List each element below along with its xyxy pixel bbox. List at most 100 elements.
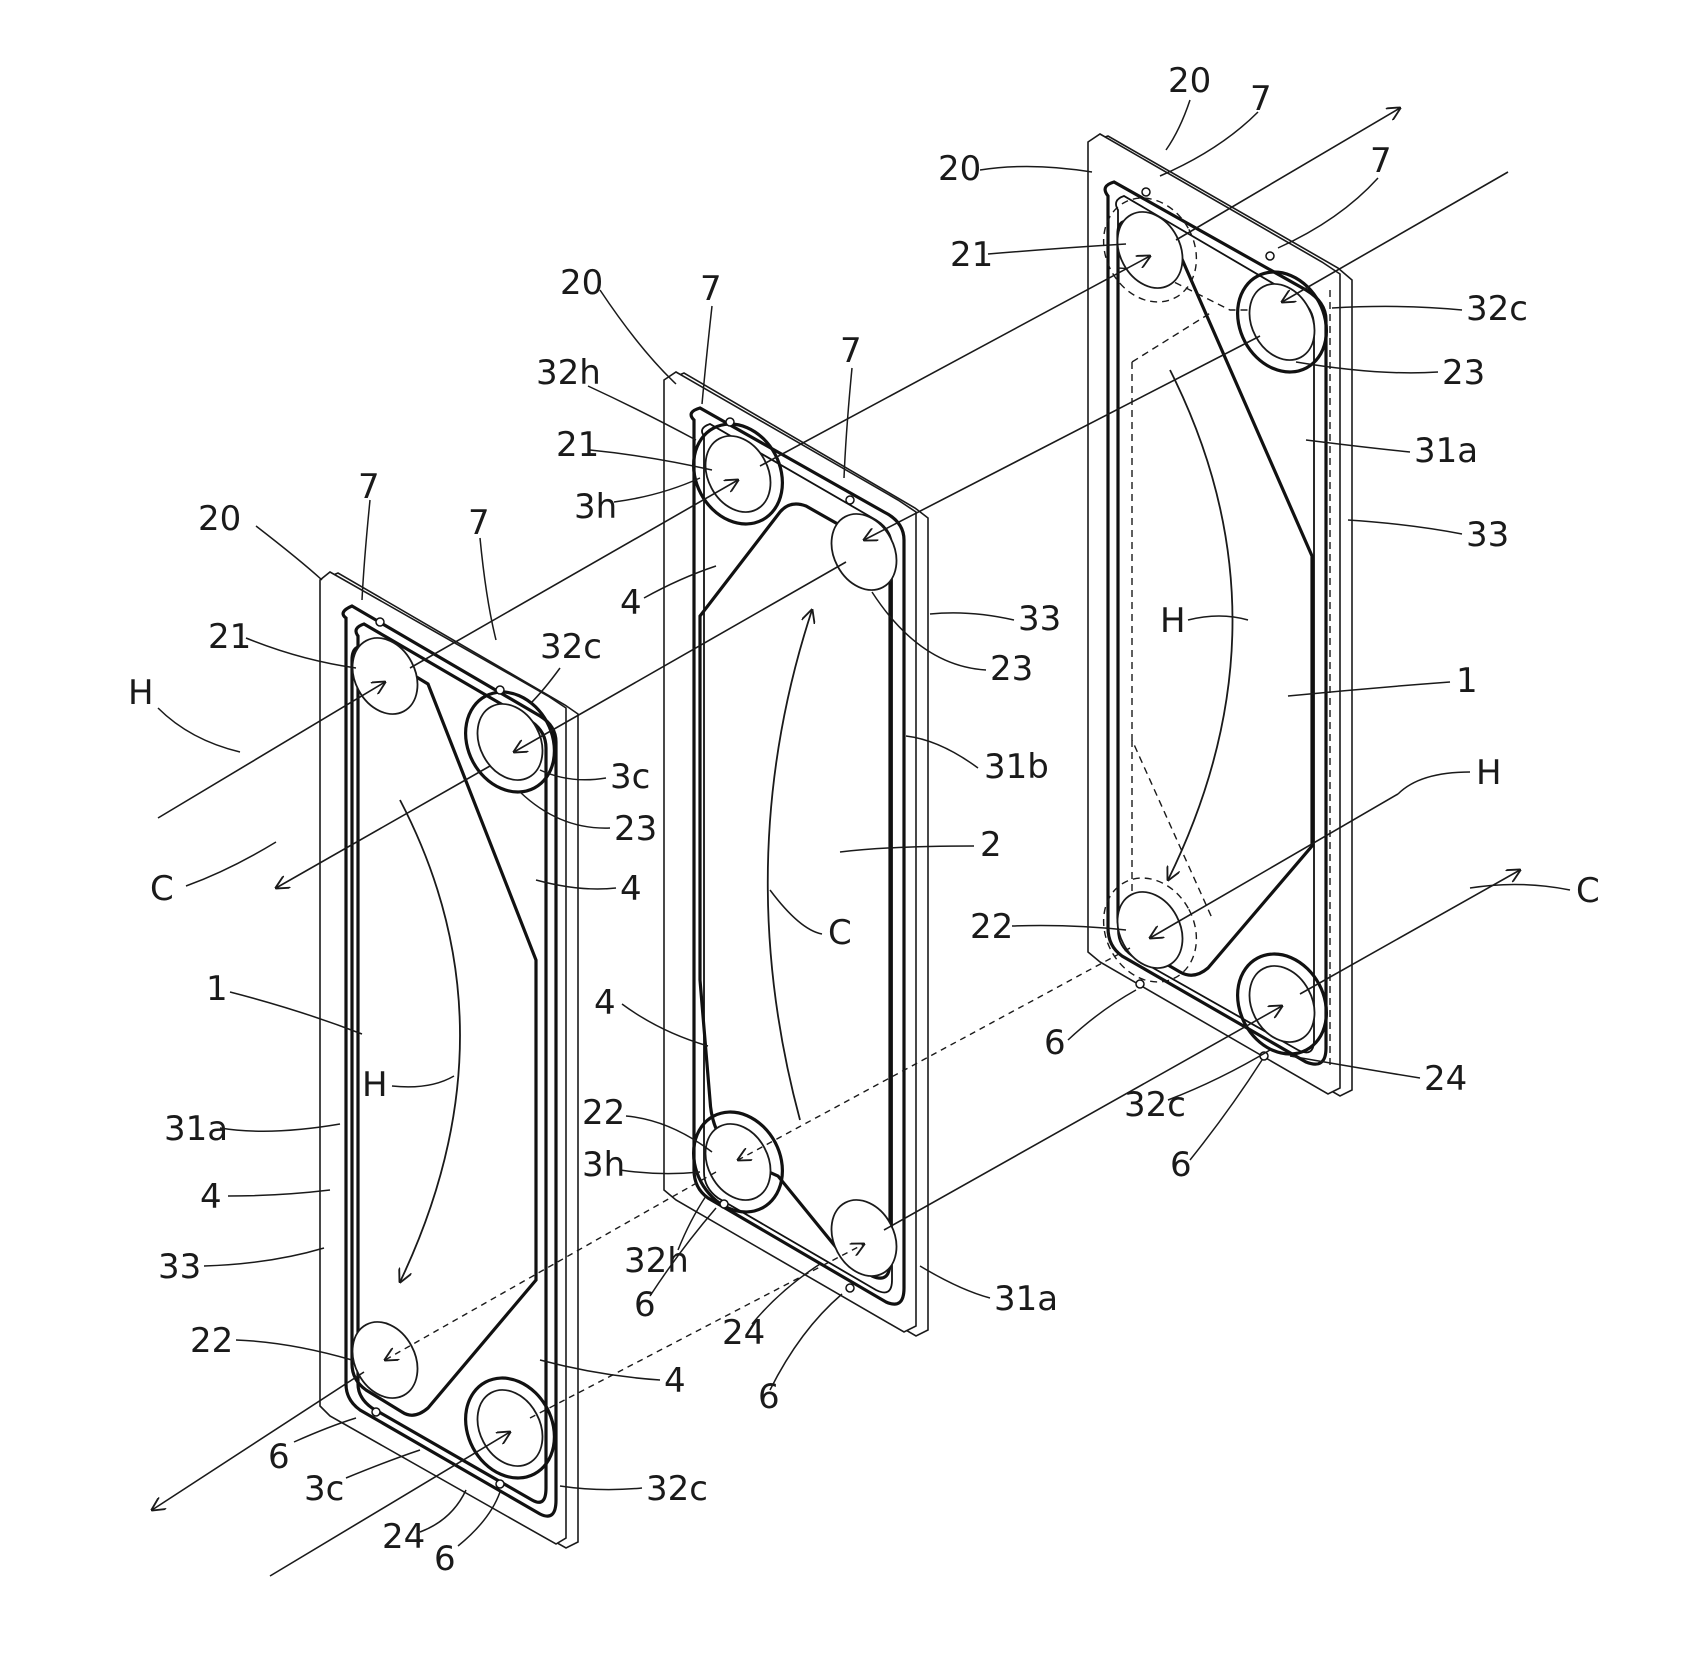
leader-p3-6a — [1068, 990, 1136, 1040]
label-p3-6b: 6 — [1170, 1145, 1192, 1185]
label-p3-31a: 31a — [1414, 431, 1478, 471]
label-C-left: C — [150, 869, 174, 909]
leader-p3-20b — [980, 166, 1092, 172]
label-p1-33: 33 — [158, 1247, 201, 1287]
label-p2-24: 24 — [722, 1313, 765, 1353]
flow-c-to-plate2-bottom — [530, 1244, 864, 1418]
label-p2-3h-top: 3h — [574, 487, 617, 527]
leader-p1-6a — [294, 1418, 356, 1442]
label-p2-7b: 7 — [840, 331, 862, 371]
label-p3-6a: 6 — [1044, 1023, 1066, 1063]
leader-c1 — [158, 708, 240, 752]
plate-3-dot-7b — [1266, 252, 1274, 260]
label-p1-21: 21 — [208, 617, 251, 657]
plate-1-dot-7b — [496, 686, 504, 694]
label-p3-7b: 7 — [1370, 141, 1392, 181]
label-p2-6a: 6 — [634, 1285, 656, 1325]
label-p2-6b: 6 — [758, 1377, 780, 1417]
label-p1-6a: 6 — [268, 1437, 290, 1477]
label-p1-20: 20 — [198, 499, 241, 539]
flow-h-out-top — [1176, 108, 1400, 240]
label-p1-4-mid: 4 — [200, 1177, 222, 1217]
label-p2-32h-top: 32h — [536, 353, 601, 393]
label-p1-23: 23 — [614, 809, 657, 849]
plate-2-dot-7a — [726, 418, 734, 426]
leader-p1-24 — [420, 1490, 466, 1532]
plate-3-dot-7a — [1142, 188, 1150, 196]
label-p3-32c-top: 32c — [1466, 289, 1528, 329]
label-p2-4-mid: 4 — [594, 983, 616, 1023]
leader-p3-20a — [1166, 100, 1190, 150]
label-p1-31a: 31a — [164, 1109, 228, 1149]
plate-2-dot-6b — [846, 1284, 854, 1292]
leader-p3-7a — [1160, 112, 1258, 176]
leader-c2 — [186, 842, 276, 886]
label-p2-3h-bot: 3h — [582, 1145, 625, 1185]
label-p2-32h-bot: 32h — [624, 1241, 689, 1281]
leader-p3-Hflow — [1398, 772, 1470, 794]
label-p1-7a: 7 — [358, 467, 380, 507]
leader-p1-33 — [204, 1248, 324, 1266]
label-p3-C: C — [1576, 871, 1600, 911]
label-p2-21: 21 — [556, 425, 599, 465]
leader-p2-31a — [920, 1266, 990, 1298]
plate-3-dot-6a — [1136, 980, 1144, 988]
leader-p1-3c-bot — [346, 1450, 420, 1478]
leader-p3-33 — [1348, 520, 1462, 534]
label-p2-31a: 31a — [994, 1279, 1058, 1319]
plate-2-dot-7b — [846, 496, 854, 504]
leader-p2-33 — [930, 613, 1014, 620]
leader-p1-7b — [480, 538, 496, 640]
label-p1-1: 1 — [206, 969, 228, 1009]
plate-1-dot-6b — [496, 1480, 504, 1488]
leader-p1-20 — [256, 526, 322, 580]
plate-1 — [320, 572, 578, 1548]
label-p1-7b: 7 — [468, 503, 490, 543]
label-p2-2: 2 — [980, 825, 1002, 865]
label-p1-22: 22 — [190, 1321, 233, 1361]
flow-c-in-plate3 — [1282, 172, 1508, 302]
label-p1-H: H — [362, 1065, 388, 1105]
label-p2-31b: 31b — [984, 747, 1049, 787]
label-p3-20b: 20 — [938, 149, 981, 189]
plate-1-dot-6a — [372, 1408, 380, 1416]
label-p3-20a: 20 — [1168, 61, 1211, 101]
label-p1-4-bot: 4 — [664, 1361, 686, 1401]
label-p3-32c-bot: 32c — [1124, 1085, 1186, 1125]
leader-p1-4-mid — [228, 1190, 330, 1196]
label-p3-Hflow: H — [1476, 753, 1502, 793]
leader-p2-6b — [770, 1294, 842, 1390]
leader-p2-20 — [600, 290, 676, 384]
leader-p2-7b — [844, 368, 852, 478]
label-p1-3c-bot: 3c — [304, 1469, 344, 1509]
label-p2-C: C — [828, 913, 852, 953]
label-p3-21: 21 — [950, 235, 993, 275]
label-p3-7a: 7 — [1250, 79, 1272, 119]
label-p3-24: 24 — [1424, 1059, 1467, 1099]
plate-2-dot-6a — [720, 1200, 728, 1208]
label-H-left: H — [128, 673, 154, 713]
leader-p1-32c-bot — [560, 1486, 642, 1490]
plate-3 — [1086, 134, 1352, 1096]
label-p3-33: 33 — [1466, 515, 1509, 555]
leader-p3-7b — [1278, 178, 1378, 248]
label-p2-7a: 7 — [700, 269, 722, 309]
label-p1-32c-top: 32c — [540, 627, 602, 667]
label-p2-4-top: 4 — [620, 583, 642, 623]
label-p1-32c-bot: 32c — [646, 1469, 708, 1509]
label-p1-24: 24 — [382, 1517, 425, 1557]
label-p3-23: 23 — [1442, 353, 1485, 393]
label-p1-6b: 6 — [434, 1539, 456, 1579]
label-p3-H: H — [1160, 601, 1186, 641]
label-p2-20: 20 — [560, 263, 603, 303]
label-p2-22: 22 — [582, 1093, 625, 1133]
label-p2-23: 23 — [990, 649, 1033, 689]
leader-p1-7a — [362, 500, 370, 600]
plate-2-body — [664, 372, 916, 1332]
label-p1-4-top: 4 — [620, 869, 642, 909]
label-p3-22: 22 — [970, 907, 1013, 947]
label-p1-3c-top: 3c — [610, 757, 650, 797]
plate-2 — [664, 372, 928, 1336]
